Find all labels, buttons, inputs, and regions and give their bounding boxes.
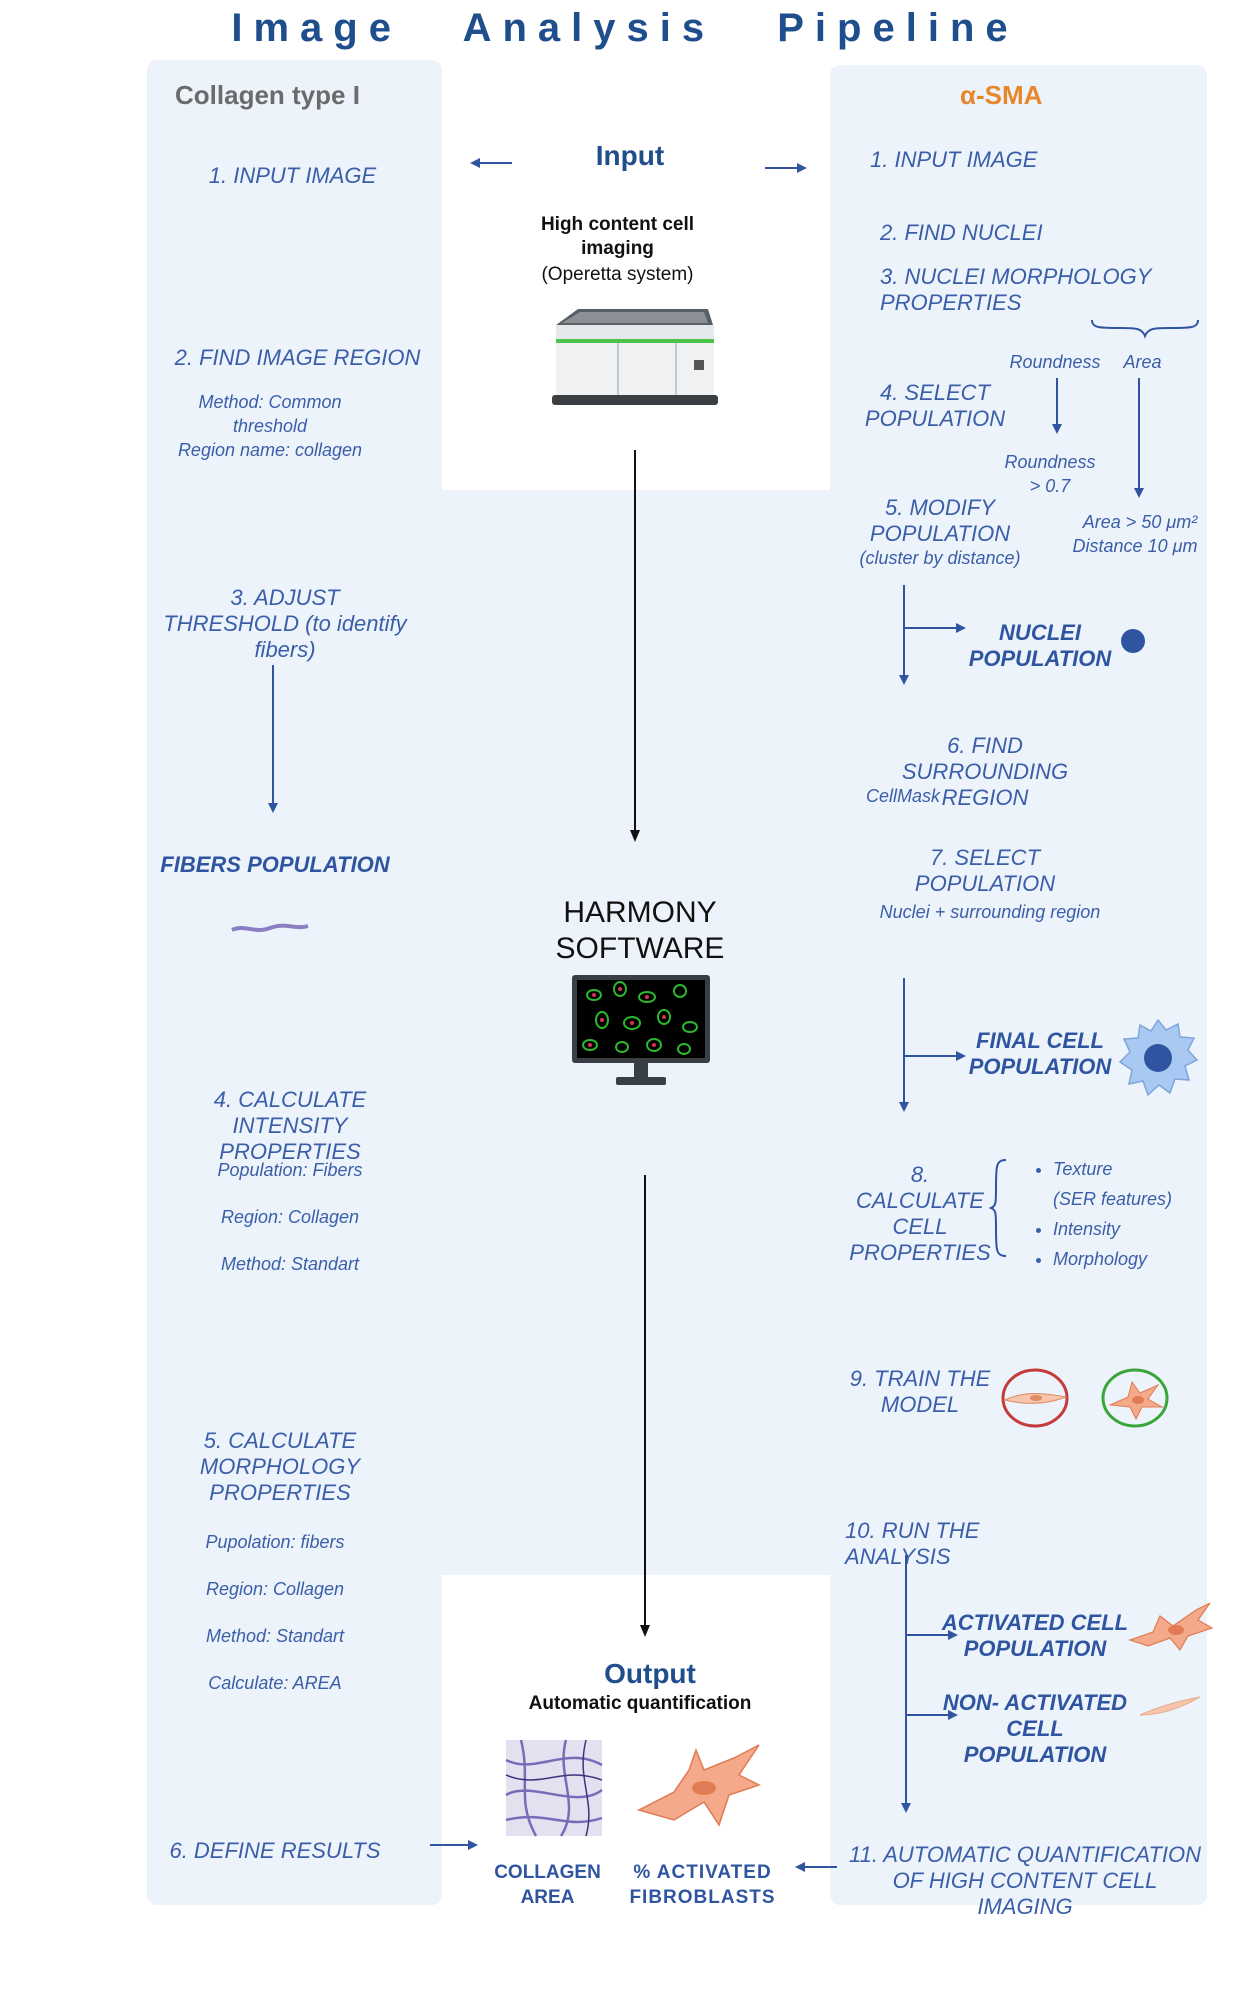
left-step-4-population: Population: Fibers [217, 1160, 363, 1180]
final-cell-population: FINAL CELL POPULATION [968, 1028, 1112, 1079]
area-label: Area [1123, 352, 1162, 372]
left-step-2-method: Method: Common threshold [198, 392, 342, 436]
arrow-define-results [430, 1840, 478, 1850]
roundness-condition: Roundness > 0.7 [1004, 452, 1096, 496]
brace-morphology [1091, 319, 1199, 339]
left-step-5-region: Region: Collagen [205, 1579, 345, 1599]
right-step-4: 4. SELECT POPULATION [864, 380, 1006, 431]
input-description-bold: High content cell imaging [540, 214, 695, 259]
left-step-4-method: Method: Standart [220, 1254, 360, 1274]
nuclei-population: NUCLEI POPULATION [968, 620, 1112, 671]
distance-condition: Distance 10 μm [1072, 536, 1198, 556]
left-panel [147, 60, 442, 1905]
activated-fibroblasts-label: % ACTIVATED FIBROBLASTS [629, 1862, 776, 1908]
right-step-10: 10. RUN THE ANALYSIS [845, 1518, 980, 1569]
right-step-5-sub: (cluster by distance) [859, 548, 1021, 568]
collagen-image-icon [505, 1739, 603, 1837]
arrow-quantification [795, 1862, 837, 1872]
non-activated-cell-population: NON- ACTIVATED CELL POPULATION [942, 1690, 1128, 1767]
arrow-right-input [765, 163, 807, 173]
output-heading: Output [604, 1658, 696, 1689]
arrow-roundness [1052, 378, 1062, 434]
left-step-5-method: Method: Standart [205, 1626, 345, 1646]
input-heading: Input [595, 140, 665, 171]
right-step-3: 3. NUCLEI MORPHOLOGY PROPERTIES [880, 264, 1151, 315]
right-step-2: 2. FIND NUCLEI [880, 220, 1043, 245]
left-step-1: 1. INPUT IMAGE [208, 163, 377, 188]
left-step-5: 5. CALCULATE MORPHOLOGY PROPERTIES [199, 1428, 361, 1505]
arrow-nuclei-branch [899, 585, 966, 685]
left-step-3: 3. ADJUST THRESHOLD (to identify fibers) [163, 585, 407, 662]
right-step-7-sub: Nuclei + surrounding region [879, 902, 1101, 922]
right-step-11: 11. AUTOMATIC QUANTIFICATION OF HIGH CON… [848, 1842, 1202, 1919]
non-activated-cell-model-icon [1001, 1368, 1069, 1428]
left-step-5-population: Pupolation: fibers [205, 1532, 345, 1552]
property-intensity: Intensity [1053, 1214, 1250, 1244]
area-condition: Area > 50 μm² [1082, 512, 1198, 532]
activated-cell-icon [1128, 1602, 1214, 1652]
left-step-2-region: Region name: collagen [177, 440, 363, 460]
brace-properties [988, 1159, 1007, 1257]
output-description: Automatic quantification [528, 1693, 752, 1714]
left-arrow-down-1 [268, 665, 278, 813]
right-step-6-sub: CellMask [866, 786, 941, 806]
arrow-area [1134, 378, 1144, 498]
collagen-area-label: COLLAGEN AREA [494, 1862, 601, 1908]
right-step-7: 7. SELECT POPULATION [914, 845, 1056, 896]
left-heading: Collagen type I [175, 80, 360, 110]
left-step-4-region: Region: Collagen [220, 1207, 360, 1227]
left-step-5-calculate: Calculate: AREA [208, 1673, 342, 1693]
arrow-input-to-software [630, 450, 640, 842]
arrow-final-branch [899, 978, 966, 1112]
page-title: Image Analysis Pipeline [231, 6, 1019, 50]
activated-cell-model-icon [1101, 1368, 1169, 1428]
left-step-4: 4. CALCULATE INTENSITY PROPERTIES [213, 1087, 367, 1164]
imaging-device-icon [552, 309, 718, 405]
right-step-1: 1. INPUT IMAGE [870, 147, 1038, 172]
properties-list: Texture (SER features) Intensity Morphol… [1008, 1154, 1250, 1274]
left-step-6: 6. DEFINE RESULTS [169, 1838, 381, 1863]
activated-fibroblast-icon [636, 1744, 761, 1827]
left-step-2: 2. FIND IMAGE REGION [174, 345, 421, 370]
right-heading: α-SMA [960, 80, 1043, 110]
right-step-6: 6. FIND SURROUNDING REGION [901, 733, 1069, 810]
input-description: (Operetta system) [541, 264, 694, 285]
software-label: HARMONY SOFTWARE [555, 896, 725, 965]
right-panel [830, 65, 1207, 1905]
fiber-icon [231, 923, 309, 932]
arrow-left-input [470, 158, 512, 168]
fibers-population: FIBERS POPULATION [160, 852, 390, 877]
activated-cell-population: ACTIVATED CELL POPULATION [941, 1610, 1129, 1661]
cell-icon [1118, 1018, 1199, 1097]
property-morphology: Morphology [1053, 1244, 1250, 1274]
monitor-icon [572, 975, 710, 1085]
non-activated-cell-icon [1139, 1696, 1201, 1716]
nucleus-icon [1121, 629, 1145, 653]
right-step-9: 9. TRAIN THE MODEL [849, 1366, 991, 1417]
right-step-8: 8. CALCULATE CELL PROPERTIES [849, 1162, 991, 1265]
property-texture: Texture [1053, 1154, 1250, 1184]
right-step-5: 5. MODIFY POPULATION [869, 495, 1011, 546]
roundness-label: Roundness [1009, 352, 1101, 372]
arrow-software-to-output [640, 1175, 650, 1637]
arrow-analysis-branch [901, 1555, 958, 1813]
property-ser-features: (SER features) [1053, 1189, 1173, 1209]
